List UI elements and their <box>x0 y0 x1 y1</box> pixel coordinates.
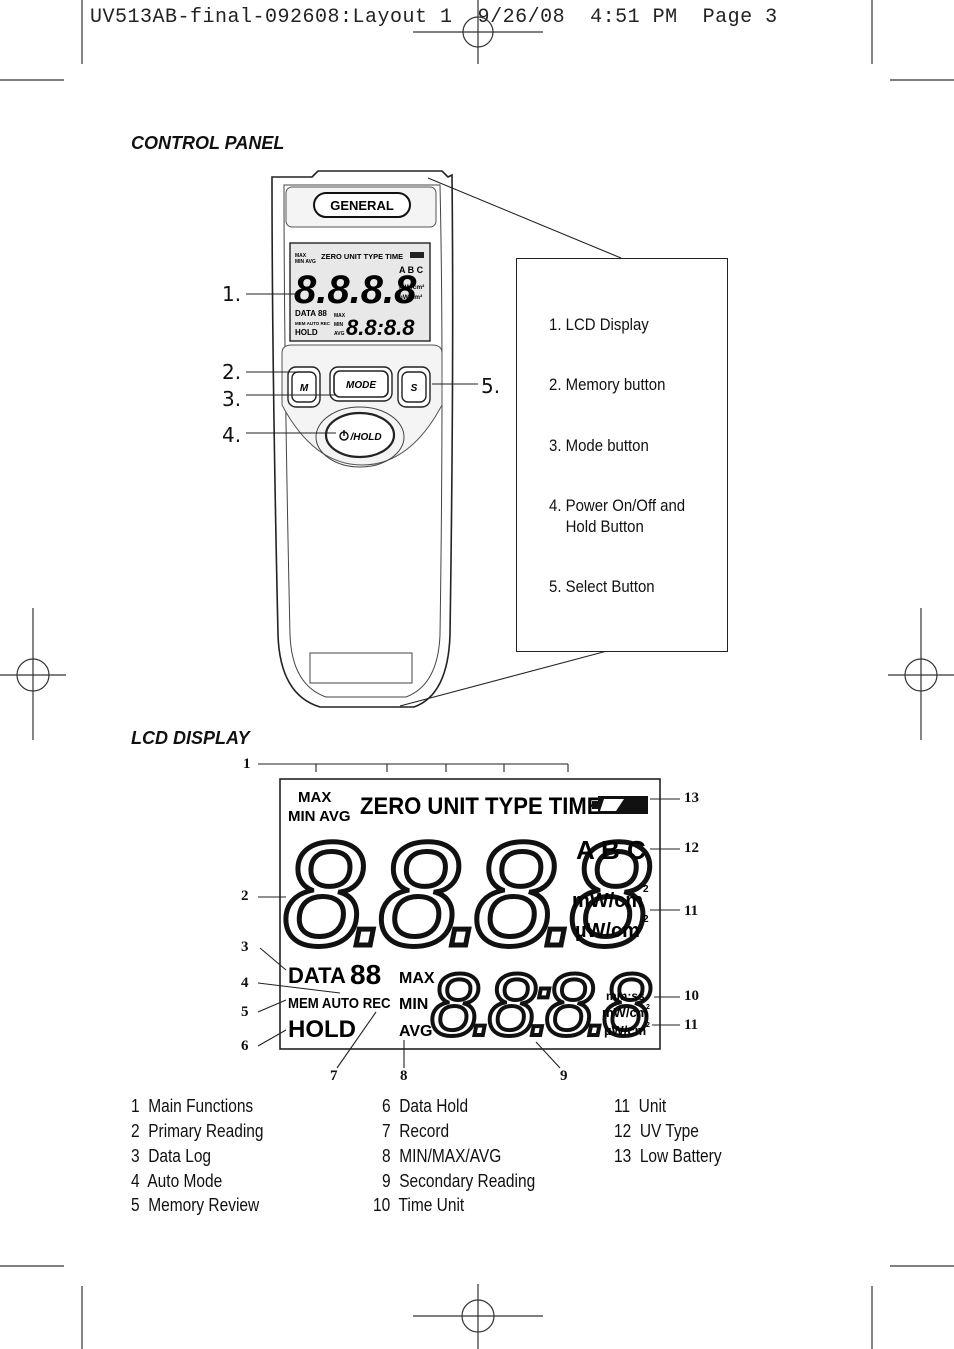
pointer-label-3: 3. <box>222 387 242 411</box>
svg-text:HOLD: HOLD <box>295 328 318 337</box>
control-panel-title: CONTROL PANEL <box>131 133 285 153</box>
lcd-num-8: 8 <box>400 1068 408 1084</box>
svg-text:mW/cm: mW/cm <box>602 1005 648 1020</box>
lcd-num-10: 10 <box>684 988 699 1004</box>
lcd-num-11b: 11 <box>684 1017 699 1033</box>
legend-item: 10 Time Unit <box>373 1195 465 1215</box>
lcd-num-12: 12 <box>684 840 699 856</box>
lcd-num-9: 9 <box>560 1068 568 1084</box>
pointer-label-4: 4. <box>222 423 242 447</box>
svg-text:2: 2 <box>646 1004 650 1011</box>
pointer-label-5: 5. <box>481 374 501 398</box>
svg-text:ZERO UNIT TYPE TIME: ZERO UNIT TYPE TIME <box>321 252 403 261</box>
svg-text:MIN AVG: MIN AVG <box>295 259 316 265</box>
lcd-num-1: 1 <box>243 756 251 772</box>
svg-text:µW/cm²: µW/cm² <box>399 294 423 301</box>
svg-text:ZERO UNIT TYPE TIME: ZERO UNIT TYPE TIME <box>360 792 602 819</box>
svg-text:AVG: AVG <box>334 331 345 337</box>
legend-item: 9 Secondary Reading <box>382 1171 536 1191</box>
svg-text:2: 2 <box>646 1022 650 1029</box>
legend-item: 5 Memory Review <box>131 1195 260 1215</box>
lcd-num-13: 13 <box>684 790 699 806</box>
svg-text:S: S <box>411 383 418 394</box>
svg-text:µW/cm: µW/cm <box>604 1023 646 1038</box>
legend-item: 7 Record <box>382 1121 450 1141</box>
device-illustration: GENERAL MAX MIN AVG ZERO UNIT TYPE TIME … <box>271 170 454 708</box>
legend-item: 8 MIN/MAX/AVG <box>382 1146 502 1166</box>
legend-item: 1 Main Functions <box>131 1096 254 1116</box>
legend-item: 6 Data Hold <box>382 1096 469 1116</box>
lcd-num-7: 7 <box>330 1068 338 1084</box>
svg-text:µW/cm: µW/cm <box>575 920 640 942</box>
pointer-label-2: 2. <box>222 360 242 384</box>
lcd-num-3: 3 <box>241 939 249 955</box>
legend-item: 2 Primary Reading <box>131 1121 264 1141</box>
svg-text:/HOLD: /HOLD <box>349 432 381 443</box>
brand-logo: GENERAL <box>330 198 394 213</box>
print-slug: UV513AB-final-092608:Layout 1 9/26/08 4:… <box>90 6 778 29</box>
svg-text:2: 2 <box>643 884 649 895</box>
lcd-num-6: 6 <box>241 1038 249 1054</box>
svg-text:mW/cm: mW/cm <box>572 890 643 912</box>
svg-text:MAX: MAX <box>399 970 435 987</box>
svg-text:MIN: MIN <box>399 996 428 1013</box>
svg-text:mW/cm²: mW/cm² <box>399 284 425 291</box>
legend-item: 3 Data Log <box>131 1146 212 1166</box>
callout-mode-button: 3. Mode button <box>549 436 649 455</box>
callout-box: 1. LCD Display 2. Memory button 3. Mode … <box>516 258 728 652</box>
svg-text:MEM AUTO REC: MEM AUTO REC <box>295 321 331 326</box>
lcd-display-title: LCD DISPLAY <box>131 728 250 748</box>
svg-text:MAX: MAX <box>298 789 331 806</box>
svg-text:MIN: MIN <box>334 322 344 328</box>
lcd-num-2: 2 <box>241 888 249 904</box>
pointer-label-1: 1. <box>222 282 242 306</box>
primary-reading-digits: 8.8.8.8 <box>282 812 650 977</box>
uv-type-abc: A B C <box>576 835 646 865</box>
svg-text:AVG: AVG <box>399 1023 432 1040</box>
svg-text:MIN AVG: MIN AVG <box>288 808 351 825</box>
lcd-num-11: 11 <box>684 903 699 919</box>
svg-text:88: 88 <box>350 959 381 990</box>
device-primary-digits: 8.8.8.8 <box>294 268 417 312</box>
time-unit-label: mm:ss <box>606 989 645 1003</box>
callout-memory-button: 2. Memory button <box>549 375 666 394</box>
lcd-num-4: 4 <box>241 975 249 991</box>
svg-text:A B C: A B C <box>399 265 424 275</box>
callout-select-button: 5. Select Button <box>549 577 655 596</box>
svg-text:2: 2 <box>643 914 649 925</box>
svg-text:M: M <box>300 383 309 394</box>
mem-auto-rec-label: MEM AUTO REC <box>288 994 391 1011</box>
legend-item: 4 Auto Mode <box>131 1171 223 1191</box>
lcd-diagram: MAX MIN AVG ZERO UNIT TYPE TIME 8.8.8.8 … <box>257 763 680 1069</box>
svg-text:MAX: MAX <box>295 253 307 259</box>
callout-lcd-display: 1. LCD Display <box>549 315 649 334</box>
svg-text:DATA 88: DATA 88 <box>295 309 327 318</box>
legend-item: 11 Unit <box>614 1096 667 1116</box>
callout-power-hold-button: 4. Power On/Off and Hold Button <box>549 496 686 536</box>
svg-text:MODE: MODE <box>346 380 376 391</box>
device-hold-button <box>324 411 396 459</box>
lcd-num-5: 5 <box>241 1004 249 1020</box>
secondary-reading-digits: 8.8:8.8 <box>430 955 651 1054</box>
device-secondary-digits: 8.8:8.8 <box>346 315 415 340</box>
legend-item: 13 Low Battery <box>614 1146 722 1166</box>
svg-text:MAX: MAX <box>334 313 346 319</box>
data-log-label: DATA <box>288 963 346 988</box>
legend-item: 12 UV Type <box>614 1121 699 1141</box>
hold-label: HOLD <box>288 1016 356 1043</box>
